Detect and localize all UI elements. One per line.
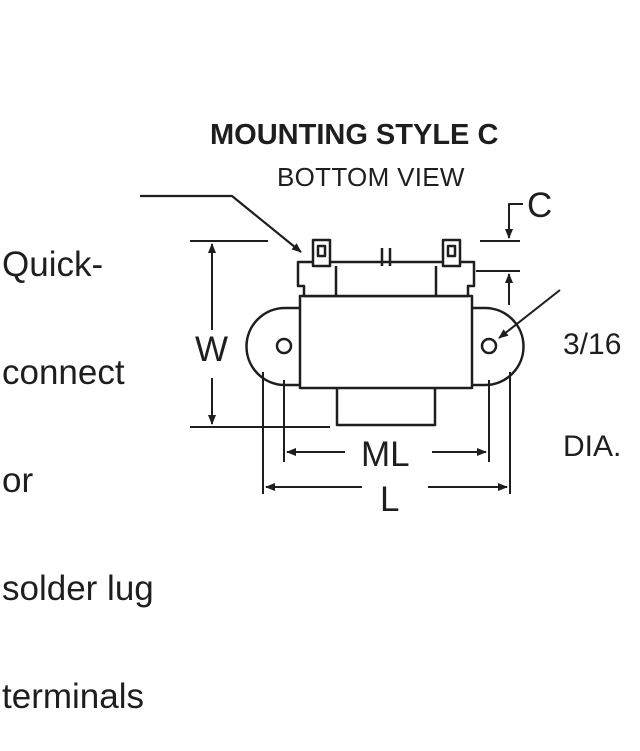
terminal-leader [140,194,302,253]
mounting-hole-left [275,337,293,355]
callout-line: connect [2,353,125,392]
hole-diameter-value: 3/16 [563,328,622,361]
c-arrow-top [505,203,523,239]
callout-line: or [2,461,34,500]
callout-line: solder lug [2,569,154,608]
dimension-w-label: W [195,330,229,369]
hole-diameter-label: 3/16 DIA. [563,260,621,498]
terminal-board [296,260,476,298]
core-block [335,383,437,427]
mounting-hole-right [480,337,498,355]
dimension-ml-label: ML [361,435,410,474]
diagram-title: MOUNTING STYLE C [210,119,499,151]
dimension-l-label: L [380,480,400,519]
transformer-drawing [140,194,561,494]
terminal-callout: Quick- connect or solder lug terminals [2,175,154,751]
dimension-c-label: C [527,186,553,225]
callout-line: terminals [2,677,144,716]
transformer-body [298,294,474,390]
terminal-right [441,238,462,268]
callout-line: Quick- [2,245,104,284]
hole-diameter-unit: DIA. [563,430,622,463]
dia-leader [498,289,561,339]
diagram-subtitle: BOTTOM VIEW [277,162,465,192]
terminal-left [311,238,332,268]
